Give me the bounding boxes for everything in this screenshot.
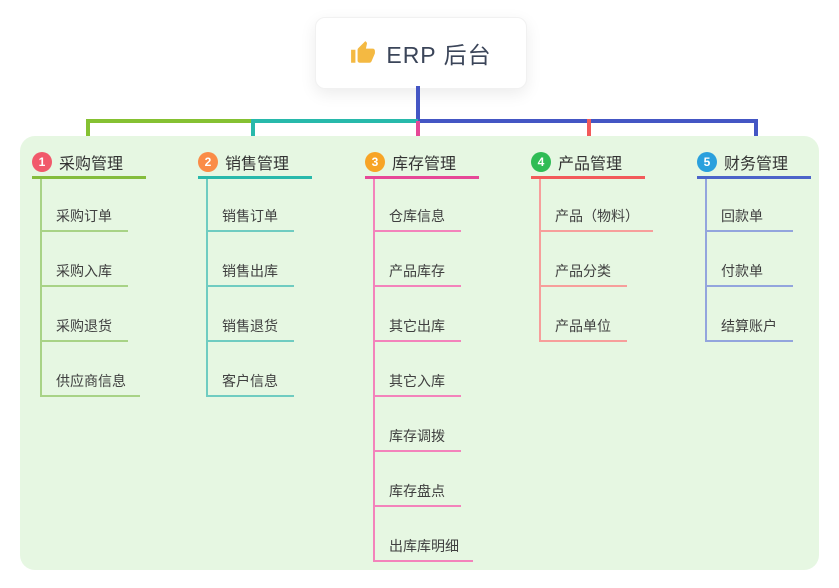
connector-drop-branch-1 [86,119,90,152]
branch-spine-finance [705,179,707,340]
branch-spine-inventory [373,179,375,560]
node-sales-order[interactable]: 销售订单 [206,204,294,232]
node-sales-return[interactable]: 销售退货 [206,314,294,342]
connector-h-branch-2 [253,119,418,123]
node-receipt-order[interactable]: 回款单 [705,204,793,232]
node-purchase-order[interactable]: 采购订单 [40,204,128,232]
root-stem-line [416,86,420,123]
branch-title: 销售管理 [225,155,290,173]
branch-spine-procurement [40,179,42,395]
thumbs-up-icon [350,40,376,66]
branch-spine-product [539,179,541,340]
branch-header-procurement[interactable]: 1 采购管理 [32,147,146,179]
branch-header-product[interactable]: 4 产品管理 [531,147,645,179]
node-product-stock[interactable]: 产品库存 [373,259,461,287]
node-warehouse-info[interactable]: 仓库信息 [373,204,461,232]
branch-title: 库存管理 [392,155,457,173]
branch-title: 财务管理 [724,155,789,173]
connector-drop-branch-5 [754,119,758,152]
branch-number-badge: 4 [531,151,551,172]
branch-spine-sales [206,179,208,395]
branch-header-inventory[interactable]: 3 库存管理 [365,147,479,179]
branch-number-badge: 1 [32,151,52,172]
branch-number-badge: 3 [365,151,385,172]
connector-h-branch-1 [86,119,253,123]
node-purchase-return[interactable]: 采购退货 [40,314,128,342]
node-product-unit[interactable]: 产品单位 [539,314,627,342]
branch-title: 产品管理 [558,155,623,173]
connector-drop-branch-2 [251,119,255,152]
node-supplier-info[interactable]: 供应商信息 [40,369,140,397]
branch-title: 采购管理 [59,155,124,173]
node-settlement-account[interactable]: 结算账户 [705,314,793,342]
node-other-outbound[interactable]: 其它出库 [373,314,461,342]
branch-group-panel [20,136,819,570]
root-node-erp[interactable]: ERP 后台 [315,17,527,89]
node-customer-info[interactable]: 客户信息 [206,369,294,397]
node-product-category[interactable]: 产品分类 [539,259,627,287]
node-sales-outbound[interactable]: 销售出库 [206,259,294,287]
node-stock-transfer[interactable]: 库存调拨 [373,424,461,452]
branch-header-sales[interactable]: 2 销售管理 [198,147,312,179]
node-outbound-details[interactable]: 出库库明细 [373,534,473,562]
node-product-material[interactable]: 产品（物料） [539,204,653,232]
root-node-label: ERP 后台 [386,42,492,68]
node-other-inbound[interactable]: 其它入库 [373,369,461,397]
branch-header-finance[interactable]: 5 财务管理 [697,147,811,179]
node-payment-order[interactable]: 付款单 [705,259,793,287]
node-purchase-inbound[interactable]: 采购入库 [40,259,128,287]
node-stock-taking[interactable]: 库存盘点 [373,479,461,507]
branch-number-badge: 2 [198,151,218,172]
branch-number-badge: 5 [697,151,717,172]
